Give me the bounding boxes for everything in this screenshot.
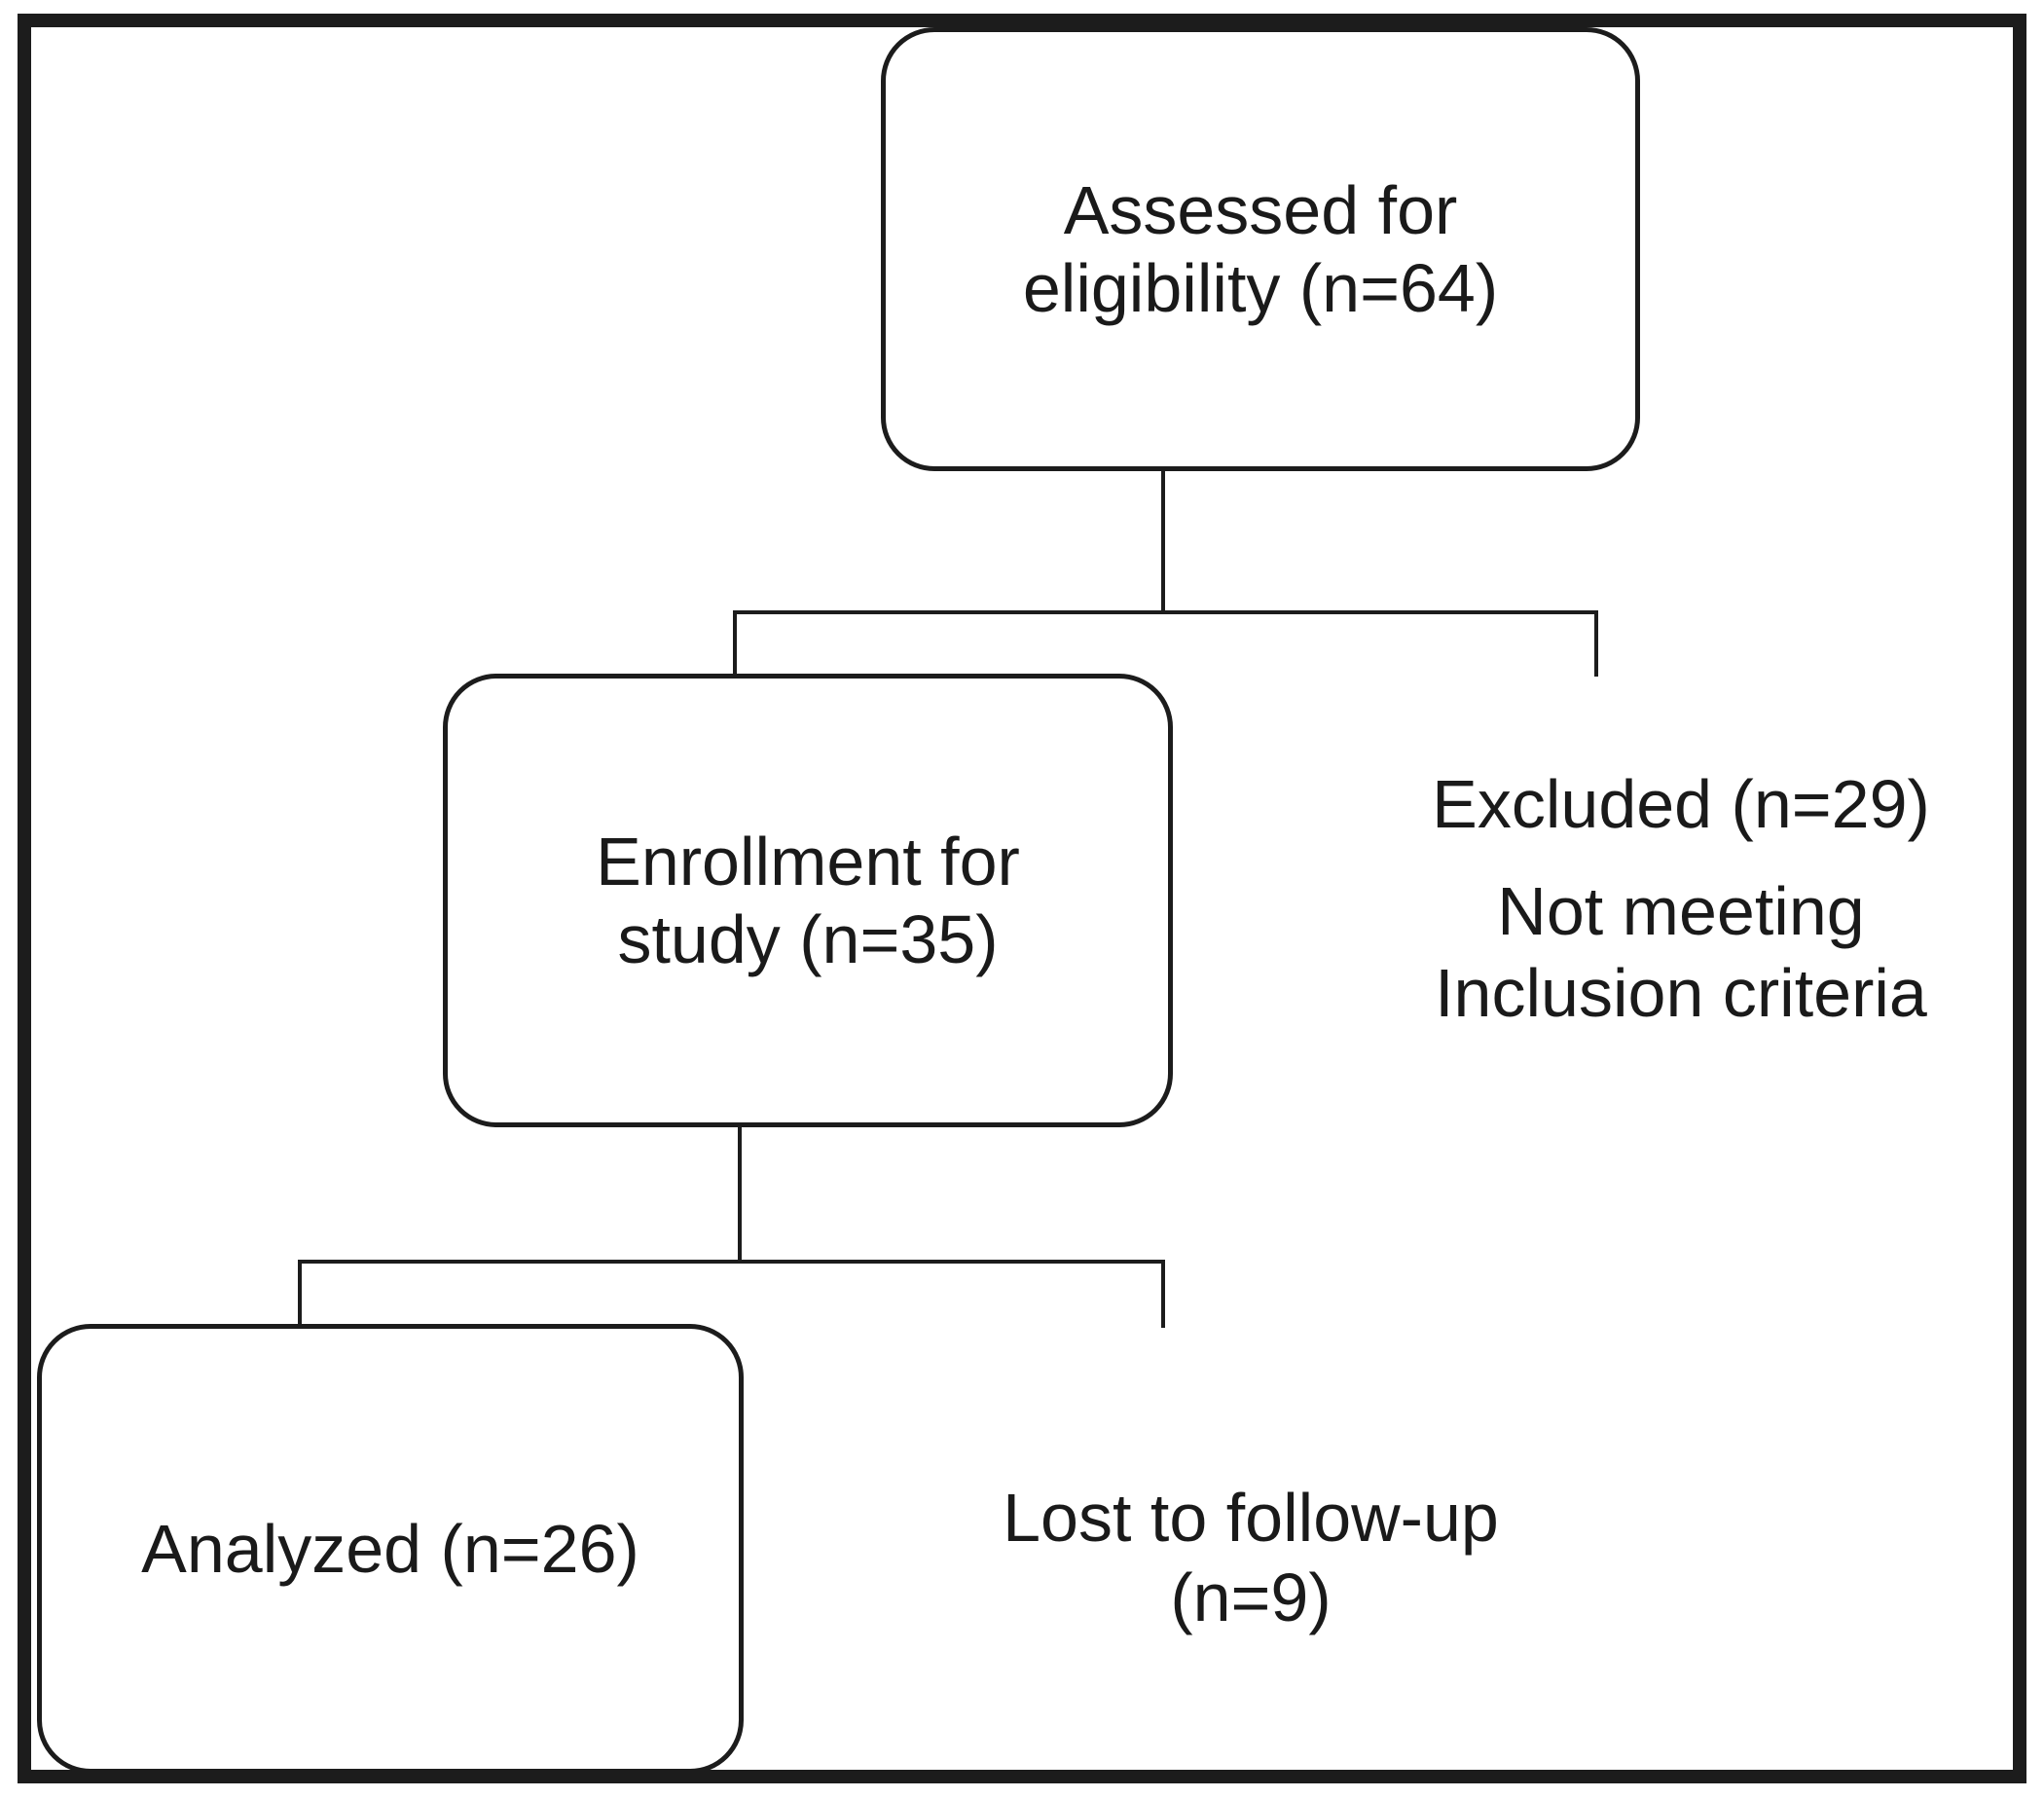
node-label-line: Assessed for: [1063, 172, 1458, 248]
connector-split1-left-drop: [733, 610, 737, 677]
connector-enrollment-stem: [738, 1125, 742, 1263]
connector-split2-left-drop: [298, 1260, 302, 1328]
node-label-line: Enrollment for: [596, 824, 1020, 899]
connector-split1-bar: [733, 610, 1598, 614]
node-analyzed: Analyzed (n=26): [37, 1324, 744, 1774]
node-label-line: (n=9): [1170, 1559, 1332, 1635]
node-label-line: Lost to follow-up: [1003, 1480, 1499, 1556]
node-label-line: Excluded (n=29): [1432, 766, 1930, 842]
node-label-line: eligibility (n=64): [1022, 250, 1499, 326]
connector-split2-bar: [298, 1260, 1165, 1264]
node-label-line: Inclusion criteria: [1435, 955, 1927, 1031]
node-label-line: Analyzed (n=26): [141, 1511, 639, 1587]
node-enrollment-for-study: Enrollment for study (n=35): [443, 674, 1173, 1127]
connector-assessed-stem: [1161, 469, 1165, 613]
connector-split1-right-drop: [1594, 610, 1598, 677]
node-excluded: Excluded (n=29) Not meeting Inclusion cr…: [1369, 763, 1992, 1034]
node-lost-to-follow-up: Lost to follow-up (n=9): [910, 1478, 1591, 1637]
figure-border: [18, 14, 2026, 1783]
node-label-line: study (n=35): [617, 901, 999, 977]
node-assessed-for-eligibility: Assessed for eligibility (n=64): [881, 27, 1640, 471]
node-label-line: Not meeting: [1497, 873, 1865, 949]
connector-split2-right-drop: [1161, 1260, 1165, 1328]
